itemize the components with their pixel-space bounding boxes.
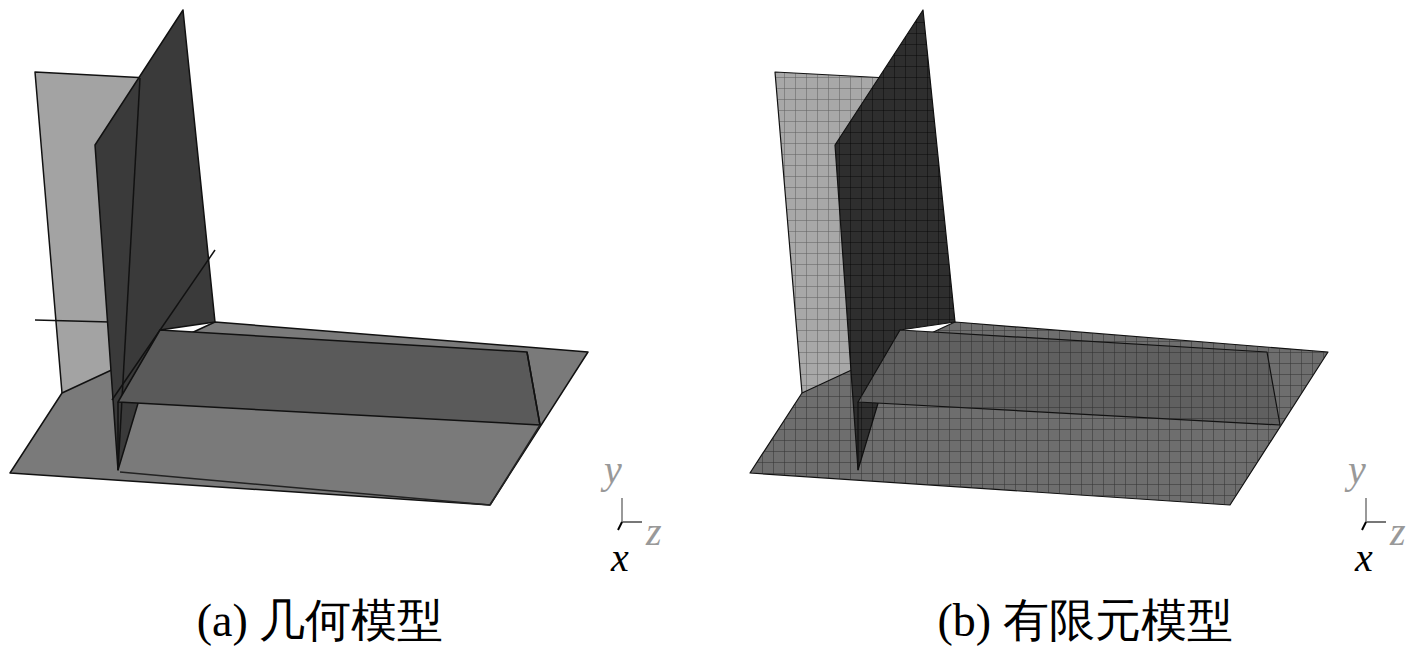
- caption: (b) 有限元模型: [937, 598, 1232, 644]
- axis-label: x: [1355, 538, 1373, 578]
- axis-label: y: [1348, 450, 1366, 490]
- axis-label: z: [1390, 512, 1406, 552]
- geometry-model: [10, 10, 588, 505]
- axis-triad: [1362, 498, 1386, 530]
- fe-model: [750, 10, 1328, 505]
- axis-triad: [618, 498, 642, 530]
- caption: (a) 几何模型: [197, 598, 444, 644]
- axis-label: z: [646, 512, 662, 552]
- axis-label: y: [604, 450, 622, 490]
- axis-label: x: [611, 538, 629, 578]
